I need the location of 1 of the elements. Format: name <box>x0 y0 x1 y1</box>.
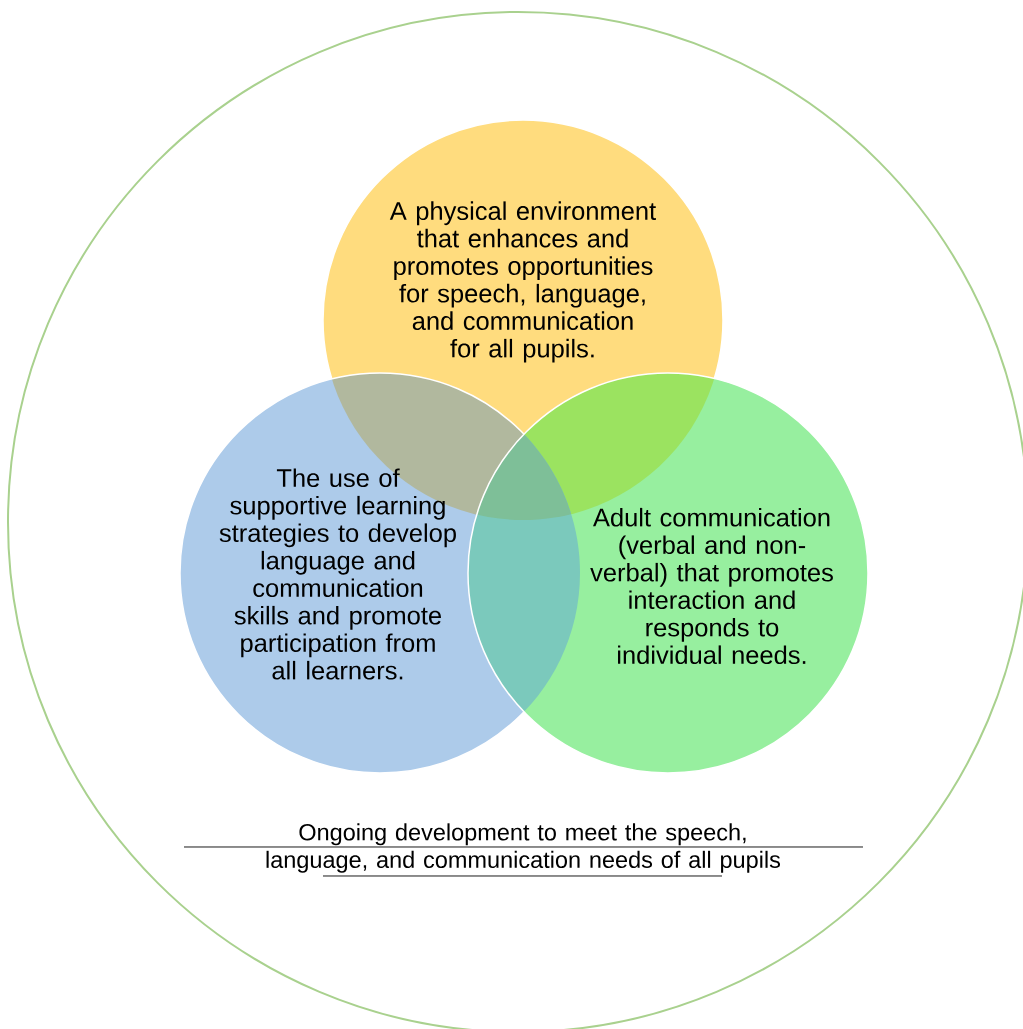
underlined-caption: Ongoing development to meet the speech, language, and communication needs of all pupils <box>183 823 864 877</box>
